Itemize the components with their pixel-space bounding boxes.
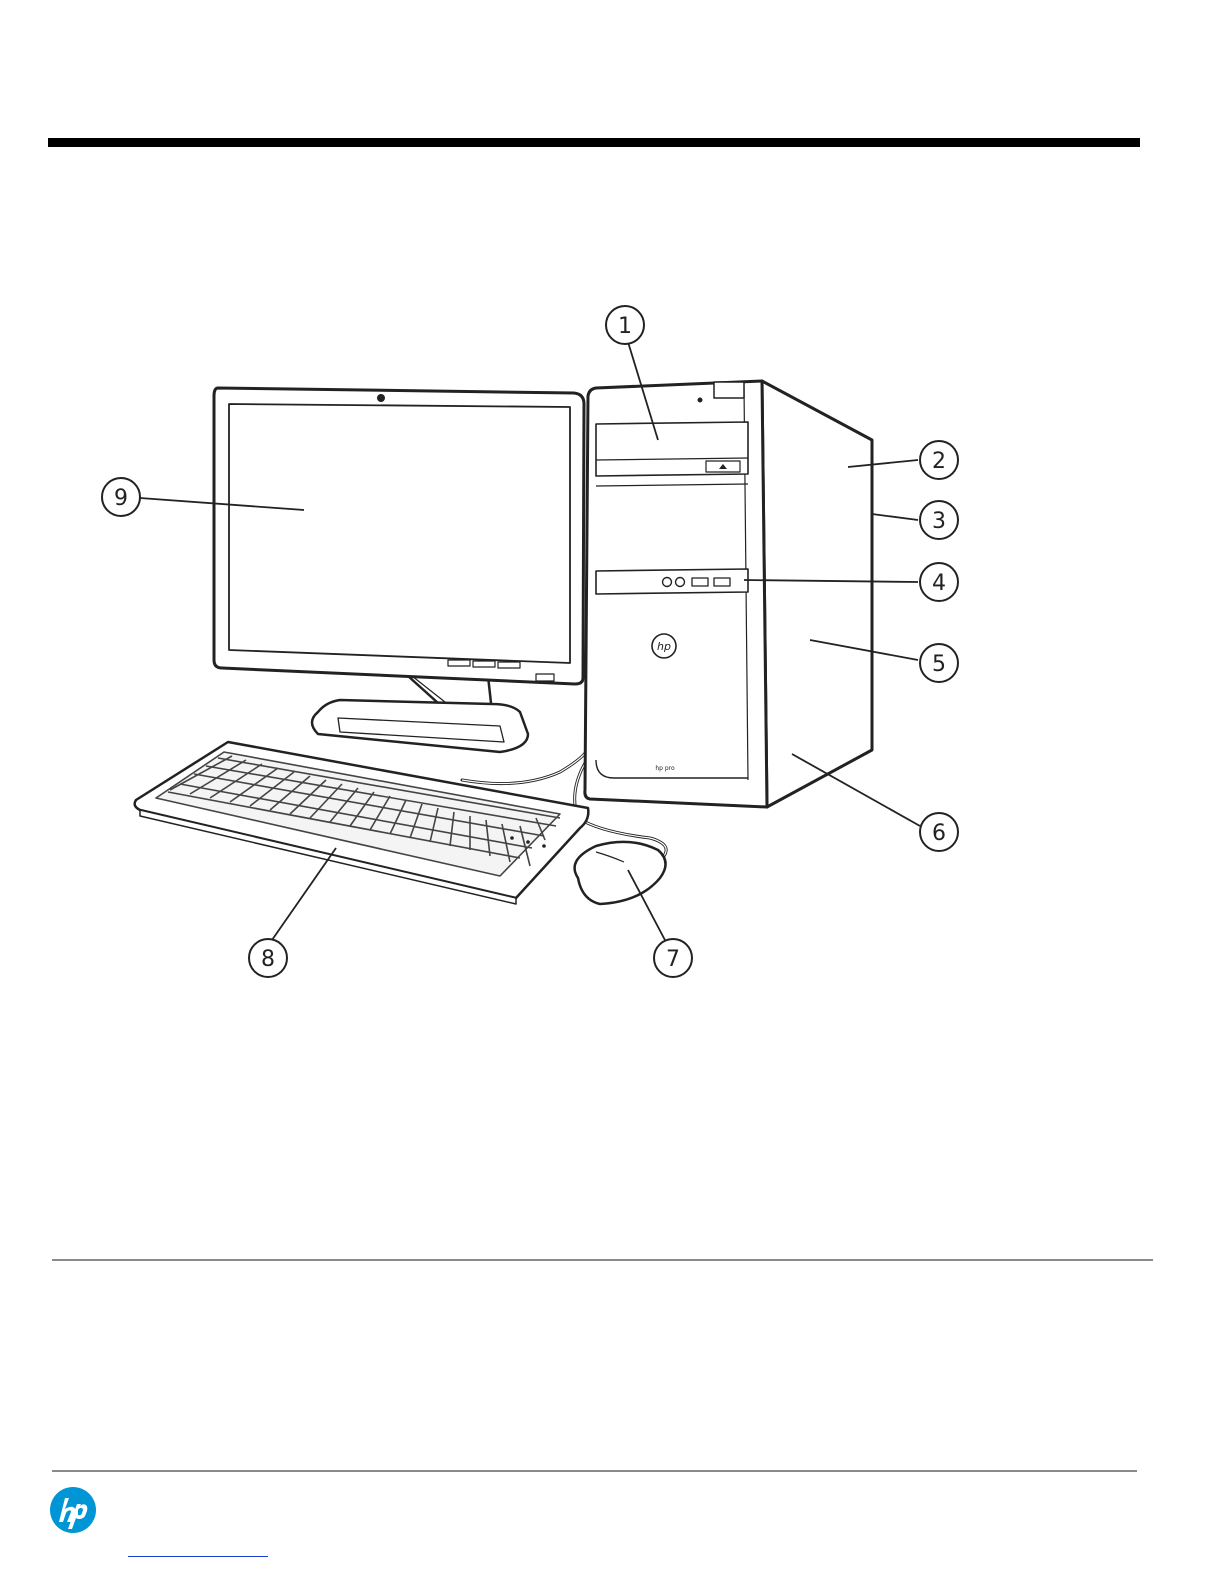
svg-text:8: 8 xyxy=(261,947,275,972)
callout-1: 1 xyxy=(606,306,644,344)
callout-4: 4 xyxy=(920,563,958,601)
mouse xyxy=(575,842,666,904)
monitor xyxy=(214,388,584,752)
svg-text:2: 2 xyxy=(932,449,946,474)
webcam-icon xyxy=(378,395,385,402)
callout-6: 6 xyxy=(920,813,958,851)
tower: hp hp pro xyxy=(585,381,872,807)
keyboard xyxy=(135,742,589,904)
callout-2: 2 xyxy=(920,441,958,479)
svg-text:7: 7 xyxy=(666,947,680,972)
svg-text:4: 4 xyxy=(932,571,946,596)
svg-text:6: 6 xyxy=(932,821,946,846)
usb-port xyxy=(714,578,730,586)
svg-text:5: 5 xyxy=(932,652,946,677)
monitor-screen xyxy=(229,404,570,663)
section-divider xyxy=(52,1259,1153,1261)
svg-text:3: 3 xyxy=(932,509,946,534)
callout-8: 8 xyxy=(249,939,287,977)
audio-jack xyxy=(663,578,672,587)
footer-divider xyxy=(52,1470,1137,1472)
tower-brand-mark: hp xyxy=(657,640,671,653)
usb-port xyxy=(692,578,708,586)
callout-5: 5 xyxy=(920,644,958,682)
callout-9: 9 xyxy=(102,478,140,516)
svg-text:1: 1 xyxy=(618,314,632,339)
hp-logo-icon xyxy=(50,1487,96,1533)
callout-3: 3 xyxy=(920,501,958,539)
svg-text:9: 9 xyxy=(114,486,128,511)
audio-jack xyxy=(676,578,685,587)
computer-illustration: hp hp pro xyxy=(0,0,1225,1100)
tower-side-panel xyxy=(762,381,872,807)
footer-link-underline[interactable] xyxy=(128,1556,268,1557)
tower-model-text: hp pro xyxy=(655,765,675,772)
callout-7: 7 xyxy=(654,939,692,977)
